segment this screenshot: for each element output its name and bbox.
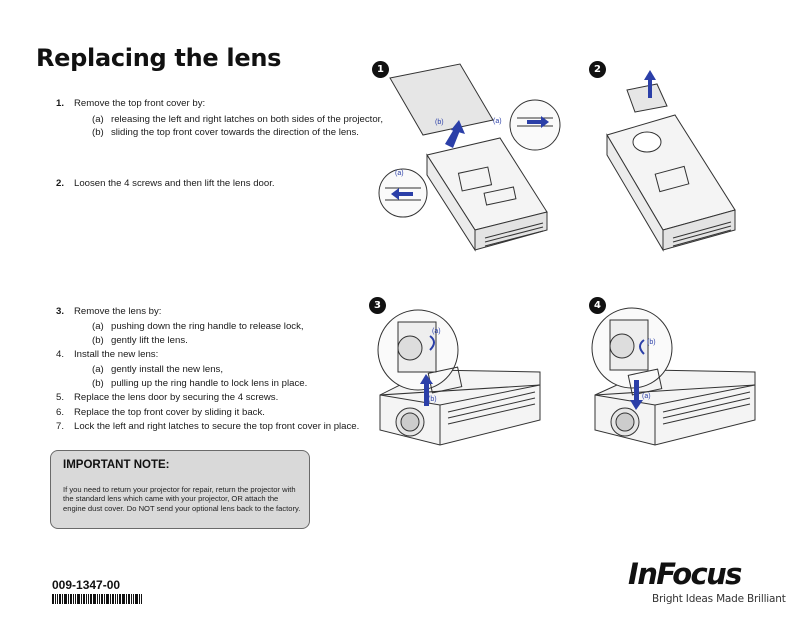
step-text: Replace the lens door by securing the 4 …: [74, 392, 279, 403]
figure-1-badge: 1: [372, 61, 389, 78]
barcode: [52, 594, 142, 604]
brand-tagline: Bright Ideas Made Brilliant: [652, 593, 786, 605]
figure-3-illustration: (a) (b): [377, 309, 541, 446]
step-number: 7.: [56, 421, 65, 432]
figure-1-label-a-right: (a): [493, 118, 502, 125]
document-number: 009-1347-00: [52, 578, 121, 592]
infocus-logo: InFocus: [628, 557, 742, 591]
figure-1-illustration: (b) (a) (a): [378, 63, 561, 252]
note-title: IMPORTANT NOTE:: [63, 459, 170, 471]
figure-4-illustration: (a) (b): [591, 307, 756, 446]
step-text: Loosen the 4 screws and then lift the le…: [74, 178, 275, 189]
step-number: 2.: [56, 178, 65, 189]
step-text: Remove the top front cover by:: [74, 98, 206, 109]
figure-2-illustration: [606, 70, 736, 252]
note-body: If you need to return your projector for…: [63, 485, 301, 513]
sub-text: gently install the new lens,: [111, 364, 223, 375]
sub-text: sliding the top front cover towards the …: [111, 127, 359, 138]
figure-3-badge: 3: [369, 297, 386, 314]
figure-1-label-a-left: (a): [395, 170, 404, 177]
figure-4-label-b: (b): [647, 339, 656, 346]
sub-text: pulling up the ring handle to lock lens …: [111, 378, 308, 389]
step-text: Replace the top front cover by sliding i…: [74, 407, 265, 418]
sub-label: (a): [92, 114, 104, 125]
figure-4-label-a: (a): [642, 393, 651, 400]
page-title: Replacing the lens: [36, 44, 282, 72]
step-number: 6.: [56, 407, 65, 418]
sub-text: gently lift the lens.: [111, 335, 188, 346]
sub-label: (b): [92, 127, 104, 138]
figure-4-badge: 4: [589, 297, 606, 314]
step-text: Remove the lens by:: [74, 306, 162, 317]
figure-3-label-a: (a): [432, 328, 441, 335]
step-number: 3.: [56, 306, 65, 317]
step-number: 5.: [56, 392, 65, 403]
sub-label: (a): [92, 321, 104, 332]
sub-text: releasing the left and right latches on …: [111, 114, 383, 125]
figure-3-label-b: (b): [428, 396, 437, 403]
step-text: Install the new lens:: [74, 349, 159, 360]
sub-label: (a): [92, 364, 104, 375]
step-number: 4.: [56, 349, 65, 360]
sub-label: (b): [92, 378, 104, 389]
step-number: 1.: [56, 98, 65, 109]
figure-1-label-b: (b): [435, 119, 444, 126]
sub-text: pushing down the ring handle to release …: [111, 321, 304, 332]
sub-label: (b): [92, 335, 104, 346]
figure-2-badge: 2: [589, 61, 606, 78]
step-text: Lock the left and right latches to secur…: [74, 421, 360, 432]
important-note-box: IMPORTANT NOTE: If you need to return yo…: [50, 450, 310, 529]
